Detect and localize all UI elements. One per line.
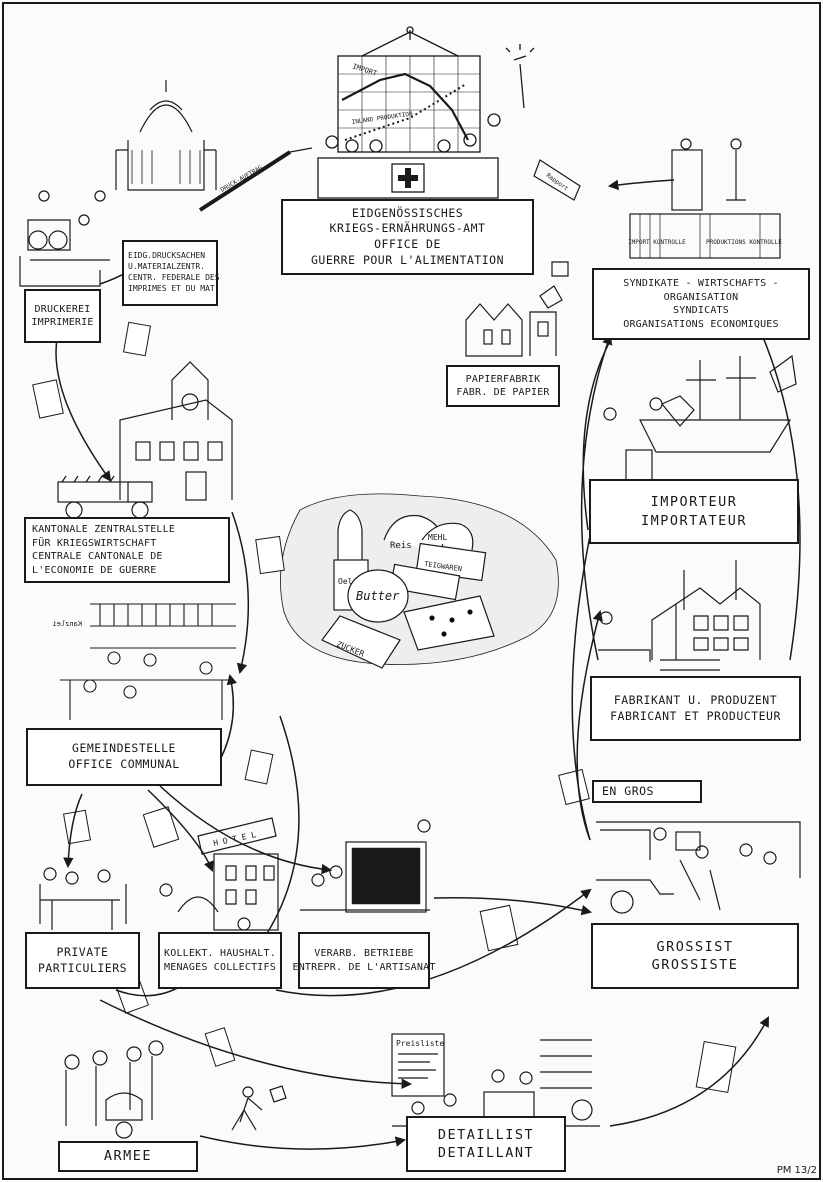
box-line: ORGANISATIONS ECONOMIQUES — [623, 318, 779, 330]
reis-label: Reis — [390, 541, 412, 551]
army-illustration — [64, 1040, 287, 1139]
box-line: EIDG.DRUCKSACHEN — [128, 251, 206, 261]
printing-press-illustration — [19, 190, 110, 287]
verarb-box: VERARB. BETRIEBE ENTREPR. DE L'ARTISANAT — [292, 932, 435, 989]
box-line: L'ECONOMIE DE GUERRE — [32, 564, 157, 576]
box-line: GROSSISTE — [651, 957, 739, 973]
box-line: ORGANISATION — [663, 291, 739, 303]
fabrikant-box: FABRIKANT u. PRODUZENT FABRICANT ET PROD… — [590, 676, 801, 741]
box-line: FABR. DE PAPIER — [456, 387, 550, 398]
box-line: PAPIERFABRIK — [465, 373, 541, 385]
box-line: IMPORTATEUR — [641, 512, 747, 529]
box-line: CENTRALE CANTONALE DE — [32, 551, 163, 562]
import-control-label: IMPORT KONTROLLE — [628, 239, 686, 246]
office-guerre-box: EIDGENÖSSISCHES KRIEGS-ERNÄHRUNGS-AMT OF… — [281, 199, 534, 275]
box-line: EIDGENÖSSISCHES — [351, 205, 464, 220]
kollekt-box: KOLLEKT. HAUSHALT. MENAGES COLLECTIFS — [158, 932, 282, 989]
food-island — [280, 493, 559, 669]
oel-label: Oel — [338, 577, 353, 586]
production-control-label: PRODUKTIONS KONTROLLE — [706, 239, 782, 246]
schalter-label: Kanzlei — [52, 620, 82, 628]
grossist-box: GROSSIST GROSSISTE — [591, 923, 799, 989]
druckerei-box: DRUCKEREI IMPRIMERIE — [24, 289, 101, 343]
svg-text:DRUCK-AUFTRAG: DRUCK-AUFTRAG — [220, 164, 265, 194]
wholesale-illustration — [596, 821, 801, 914]
box-line: SYNDIKATE - WIRTSCHAFTS - — [623, 278, 779, 289]
box-line: IMPRIMERIE — [31, 317, 94, 328]
mehl-label: MEHL — [428, 533, 447, 542]
box-line: MENAGES COLLECTIFS — [164, 961, 276, 973]
box-line: GROSSIST — [656, 938, 734, 955]
importer-ship — [603, 354, 797, 481]
box-line: PRIVATE — [56, 944, 109, 959]
box-line: EN GROS — [602, 783, 654, 798]
papierfabrik-box: PAPIERFABRIK FABR. DE PAPIER — [446, 365, 560, 407]
box-line: DETAILLANT — [437, 1145, 535, 1161]
footer-mark: PM 13/2 — [776, 1165, 817, 1176]
box-line: PARTICULIERS — [37, 960, 128, 975]
box-line: IMPRIMES ET DU MAT. — [128, 283, 220, 293]
cantonal-building — [57, 361, 233, 519]
butter-label: Butter — [356, 589, 400, 603]
parliament-building: DRUCK-AUFTRAG — [115, 80, 313, 212]
box-line: CENTR. FEDERALE DES — [128, 273, 220, 282]
svg-text:H O T E L: H O T E L — [213, 830, 257, 848]
syndikate-box: SYNDIKATE - WIRTSCHAFTS - ORGANISATION S… — [592, 268, 810, 340]
box-line: KRIEGS-ERNÄHRUNGS-AMT — [329, 221, 486, 236]
eidg-drucksachen-box: EIDG.DRUCKSACHEN u.MATERIALZENTR. CENTR.… — [122, 240, 220, 306]
chart-board-illustration — [317, 26, 535, 199]
box-line: KOLLEKT. HAUSHALT. — [164, 948, 276, 959]
box-line: ENTREPR. DE L'ARTISANAT — [292, 961, 436, 973]
box-line: GEMEINDESTELLE — [72, 741, 176, 756]
armee-box: ARMEE — [58, 1141, 198, 1172]
paper-factory-illustration — [465, 261, 569, 357]
factory-illustration — [598, 560, 761, 681]
box-line: GUERRE POUR L'ALIMENTATION — [310, 252, 504, 267]
gemeinde-box: GEMEINDESTELLE OFFICE COMMUNAL — [26, 728, 222, 786]
box-line: DRUCKEREI — [34, 303, 91, 315]
kantonale-box: KANTONALE ZENTRALSTELLE FÜR KRIEGSWIRTSC… — [24, 517, 230, 583]
box-line: FÜR KRIEGSWIRTSCHAFT — [32, 537, 157, 549]
artisan-illustration — [300, 819, 431, 913]
importeur-box: IMPORTEUR IMPORTATEUR — [589, 479, 799, 544]
box-line: VERARB. BETRIEBE — [314, 948, 414, 959]
box-line: OFFICE COMMUNAL — [68, 757, 180, 771]
box-line: SYNDICATS — [673, 305, 729, 316]
private-box: PRIVATE PARTICULIERS — [25, 932, 140, 989]
private-illustration — [39, 867, 127, 930]
box-line: u.MATERIALZENTR. — [128, 262, 206, 272]
box-line: ARMEE — [103, 1148, 153, 1165]
en-gros-box: EN GROS — [592, 780, 702, 803]
box-line: KANTONALE ZENTRALSTELLE — [32, 524, 176, 535]
detaillist-box: DETAILLIST DETAILLANT — [406, 1116, 566, 1172]
box-line: DETAILLIST — [437, 1126, 535, 1143]
box-line: FABRICANT ET PRODUCTEUR — [610, 708, 781, 723]
retail-illustration: Preisliste — [391, 1033, 600, 1127]
box-line: FABRIKANT u. PRODUZENT — [613, 692, 778, 707]
svg-text:Preisliste: Preisliste — [396, 1039, 444, 1048]
box-line: IMPORTEUR — [650, 494, 738, 511]
box-line: OFFICE DE — [374, 237, 441, 251]
office-interior — [60, 603, 236, 720]
